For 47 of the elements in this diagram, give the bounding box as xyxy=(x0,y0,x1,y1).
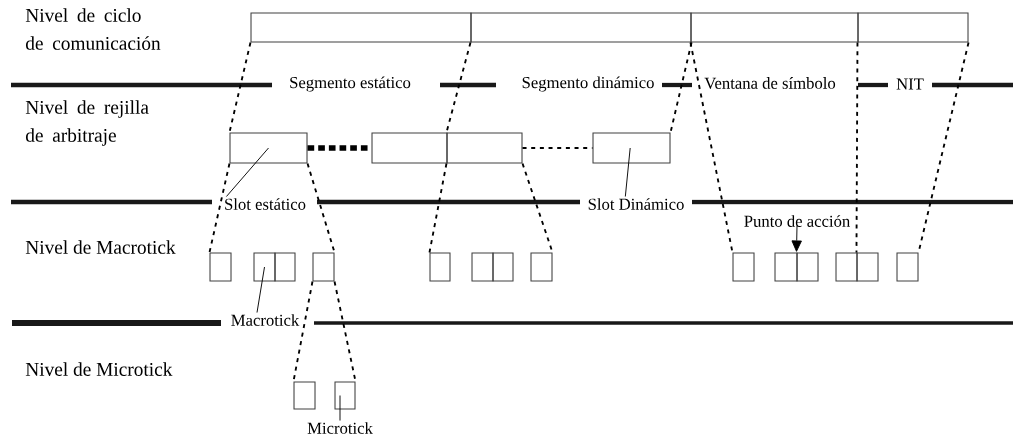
expansion-line xyxy=(228,41,252,134)
macrotick-box xyxy=(835,252,858,282)
callout-label: Macrotick xyxy=(229,312,301,328)
microtick-box xyxy=(293,381,316,410)
macrotick-box xyxy=(896,252,919,282)
callout-label: Punto de acción xyxy=(742,213,852,229)
macrotick-box xyxy=(429,252,451,282)
macrotick-box xyxy=(312,252,335,282)
segment-box xyxy=(250,12,472,43)
arrow xyxy=(791,225,802,252)
callout-label: Slot Dinámico xyxy=(586,196,686,212)
segment-box xyxy=(857,12,969,43)
macrotick-box xyxy=(274,252,296,282)
leader-line xyxy=(225,147,269,197)
leader-line xyxy=(256,266,265,313)
expansion-line xyxy=(428,162,448,254)
leader-line xyxy=(339,395,341,421)
slot-box xyxy=(446,132,523,164)
segment-box xyxy=(690,12,859,43)
macrotick-box xyxy=(492,252,514,282)
macrotick-box xyxy=(209,252,232,282)
segment-box xyxy=(470,12,692,43)
microtick-box xyxy=(334,381,356,410)
expansion-line xyxy=(855,41,859,254)
expansion-line xyxy=(689,41,734,254)
slot-box xyxy=(229,132,308,164)
macrotick-box xyxy=(253,252,276,282)
macrotick-box xyxy=(530,252,553,282)
segment-label: Segmento dinámico xyxy=(517,76,659,92)
leader-line xyxy=(624,147,631,197)
level-label: Nivel de Macrotick xyxy=(25,240,176,254)
level-label: Nivel de rejilla de arbitraje xyxy=(25,100,149,146)
expansion-line xyxy=(208,162,231,254)
segment-label: NIT xyxy=(892,78,928,90)
segment-label: Ventana de símbolo xyxy=(700,77,840,89)
level-label: Nivel de ciclo de comunicación xyxy=(25,8,161,50)
segment-label: Segmento estático xyxy=(285,76,415,92)
slot-box xyxy=(592,132,671,164)
callout-label: Microtick xyxy=(305,420,375,436)
macrotick-box xyxy=(796,252,819,282)
callout-label: Slot estático xyxy=(222,196,308,212)
macrotick-box xyxy=(774,252,798,282)
macrotick-box xyxy=(471,252,494,282)
slot-box xyxy=(371,132,448,164)
macrotick-box xyxy=(856,252,879,282)
level-label: Nivel de Microtick xyxy=(25,362,173,376)
macrotick-box xyxy=(732,252,755,282)
